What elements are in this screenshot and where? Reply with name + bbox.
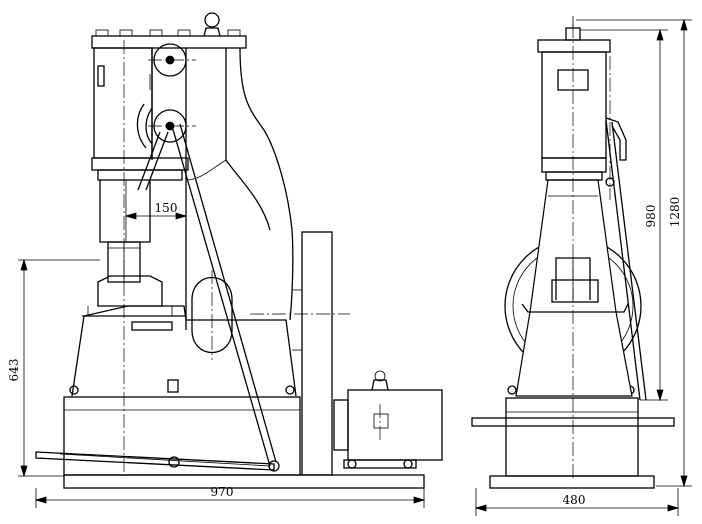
ram-guide <box>99 180 151 243</box>
dim-970: 970 <box>211 485 234 499</box>
flywheel <box>301 231 333 476</box>
top-plate <box>91 35 247 49</box>
front-view <box>35 12 443 489</box>
side-dimensions: 480 980 1280 <box>474 18 692 516</box>
lower-die <box>131 321 173 331</box>
dim-980: 980 <box>644 205 658 228</box>
side-handle <box>605 117 627 161</box>
side-cylinder <box>541 51 607 159</box>
dim-1280: 1280 <box>668 197 682 228</box>
side-view <box>471 16 675 489</box>
base-plate <box>63 474 425 489</box>
side-anvil <box>505 397 639 477</box>
hammer-die <box>97 275 163 307</box>
dim-480: 480 <box>563 493 586 507</box>
lower-frame <box>71 305 297 397</box>
side-frame <box>515 179 633 397</box>
cylinder-flange <box>91 157 189 171</box>
dim-150: 150 <box>155 201 178 215</box>
motor <box>347 389 443 461</box>
lifting-eye <box>204 12 220 28</box>
anvil-block <box>63 396 301 476</box>
dim-643: 643 <box>7 359 21 382</box>
frame-window <box>191 276 233 354</box>
front-dimensions: 970 643 150 <box>7 201 426 508</box>
valve-handle <box>136 103 147 149</box>
cylinder <box>93 47 153 159</box>
foot-pedal <box>35 451 275 471</box>
control-rod <box>171 125 271 467</box>
main-frame <box>151 47 294 330</box>
